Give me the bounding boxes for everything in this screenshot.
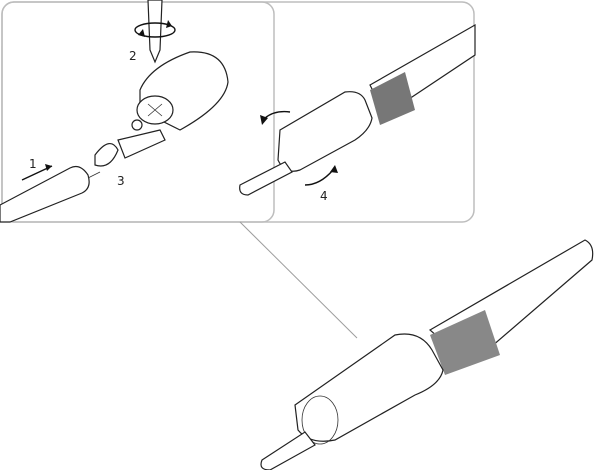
leader-line	[239, 221, 358, 339]
screwdriver-step2	[134, 0, 176, 64]
assembled-plug	[260, 239, 594, 470]
step-3-label: 3	[117, 174, 125, 188]
cable-step1	[0, 164, 101, 223]
step-2-label: 2	[129, 49, 137, 63]
plug-step4	[239, 23, 476, 196]
inset-panel-border	[1, 1, 475, 223]
step-1-label: 1	[29, 157, 37, 171]
connector-body	[94, 51, 229, 167]
step-4-label: 4	[320, 189, 328, 203]
